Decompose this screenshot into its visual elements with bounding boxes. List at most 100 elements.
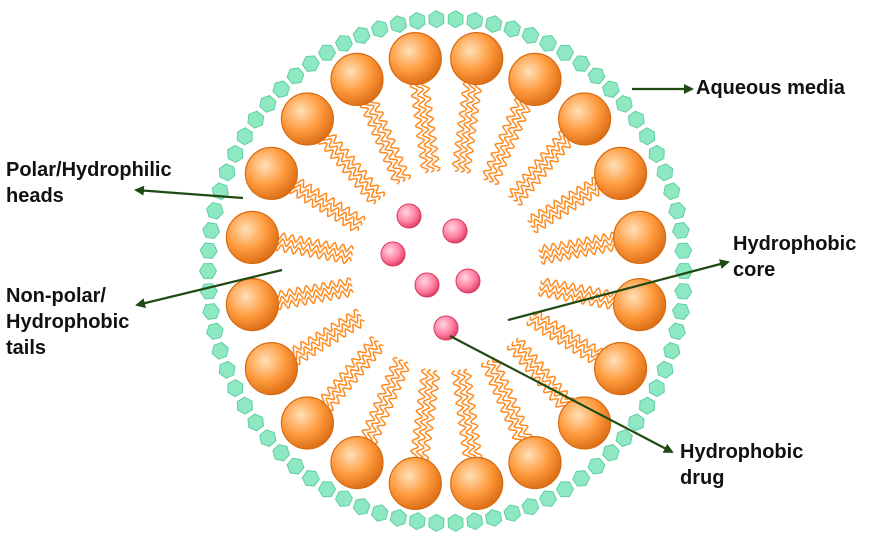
tail-strand — [486, 359, 527, 442]
tail-strand — [506, 345, 566, 411]
hexagon-bead-icon — [521, 498, 540, 516]
sphere-head-icon — [330, 52, 384, 107]
tail-strand — [539, 237, 617, 259]
hexagon-bead-icon — [555, 481, 575, 498]
hexagon-bead-icon — [247, 110, 265, 129]
hexagon-bead-icon — [484, 509, 503, 527]
tail-strand — [451, 369, 471, 462]
tail-strand — [415, 369, 435, 461]
hexagon-bead-icon — [627, 413, 645, 432]
label-tails-line1: Non-polar/ — [6, 285, 106, 307]
arrow-polar-heads — [134, 185, 244, 200]
hexagon-bead-icon — [272, 80, 290, 98]
tail-strand — [457, 369, 477, 461]
tail-strand — [482, 97, 520, 181]
hexagon-bead-icon — [206, 322, 224, 341]
tail-strand — [532, 310, 604, 353]
hexagon-bead-icon — [648, 144, 665, 163]
tail-strand — [409, 82, 429, 174]
hexagon-bead-icon — [663, 341, 681, 360]
tail-strand — [527, 176, 597, 223]
sphere-head-icon — [225, 210, 279, 264]
hexagon-bead-icon — [206, 201, 224, 220]
tail-strand — [288, 189, 360, 232]
tail-strand — [319, 336, 375, 404]
hexagon-bead-icon — [301, 55, 320, 72]
sphere-head-icon — [280, 396, 334, 450]
tail-strand — [365, 100, 406, 183]
hexagon-bead-icon — [259, 429, 277, 447]
tail-strand — [480, 362, 522, 445]
hexagon-bead-icon — [334, 490, 353, 507]
hexagon-bead-icon — [286, 67, 305, 85]
tail-strand — [493, 102, 531, 186]
label-arrows — [134, 84, 730, 453]
hexagon-bead-icon — [218, 360, 236, 379]
sphere-head-icon — [593, 342, 648, 396]
sphere-head-icon — [388, 31, 442, 86]
tail-strand — [540, 243, 618, 265]
hexagon-bead-icon — [587, 457, 606, 475]
hexagon-bead-icon — [587, 67, 606, 85]
arrow-core — [507, 259, 730, 322]
hexagon-bead-icon — [668, 201, 686, 220]
tail-strand — [491, 357, 533, 440]
hexagon-bead-icon — [389, 509, 408, 527]
hydrophilic-heads — [225, 31, 667, 510]
sphere-drug-icon — [396, 203, 422, 229]
hexagon-bead-icon — [539, 35, 558, 52]
hexagon-bead-icon — [428, 10, 445, 29]
hexagon-bead-icon — [555, 44, 575, 61]
hexagon-bead-icon — [198, 263, 218, 279]
hexagon-bead-icon — [202, 302, 221, 320]
hexagon-bead-icon — [236, 127, 253, 146]
tail-strand — [539, 283, 617, 305]
tail-strand — [540, 277, 618, 299]
hexagon-bead-icon — [602, 444, 620, 462]
hexagon-bead-icon — [408, 11, 426, 30]
hexagon-bead-icon — [199, 242, 218, 259]
tail-strand — [538, 231, 616, 254]
tail-strand — [529, 315, 601, 359]
sphere-head-icon — [330, 436, 384, 490]
hexagon-bead-icon — [639, 127, 656, 146]
hexagon-bead-icon — [389, 15, 408, 33]
tail-strand — [328, 344, 384, 412]
hexagon-bead-icon — [218, 163, 236, 182]
label-core-line2: core — [733, 259, 776, 281]
sphere-head-icon — [450, 31, 504, 86]
tail-strand — [511, 341, 570, 407]
hexagon-bead-icon — [352, 498, 371, 516]
hexagon-bead-icon — [352, 26, 371, 44]
hexagon-bead-icon — [648, 379, 665, 398]
hexagon-bead-icon — [466, 11, 484, 30]
sphere-head-icon — [244, 146, 298, 200]
sphere-head-icon — [508, 436, 562, 490]
tail-strand — [322, 135, 381, 201]
tail-strand — [276, 288, 354, 311]
label-tails-line3: tails — [6, 337, 47, 359]
hexagon-bead-icon — [671, 222, 690, 240]
tail-strand — [274, 277, 352, 299]
tail-strand — [537, 289, 616, 310]
hexagon-bead-icon — [521, 26, 540, 44]
tail-strand — [415, 81, 435, 173]
hexagon-bead-icon — [602, 80, 620, 98]
sphere-head-icon — [508, 52, 562, 107]
hexagon-bead-icon — [334, 35, 353, 52]
hexagon-bead-icon — [428, 513, 445, 532]
tail-strand — [508, 130, 564, 198]
tail-strand — [421, 80, 441, 173]
sphere-drug-icon — [433, 315, 459, 341]
hexagon-bead-icon — [370, 504, 389, 522]
sphere-drug-icon — [380, 241, 406, 267]
hexagon-bead-icon — [408, 512, 426, 531]
hexagon-bead-icon — [484, 15, 503, 33]
label-drug-line2: drug — [680, 467, 725, 489]
tail-strand — [457, 81, 477, 173]
hexagon-bead-icon — [202, 222, 221, 240]
hexagon-bead-icon — [663, 182, 681, 201]
sphere-head-icon — [244, 342, 298, 396]
tail-strand — [274, 243, 352, 265]
tail-strand — [409, 368, 429, 460]
